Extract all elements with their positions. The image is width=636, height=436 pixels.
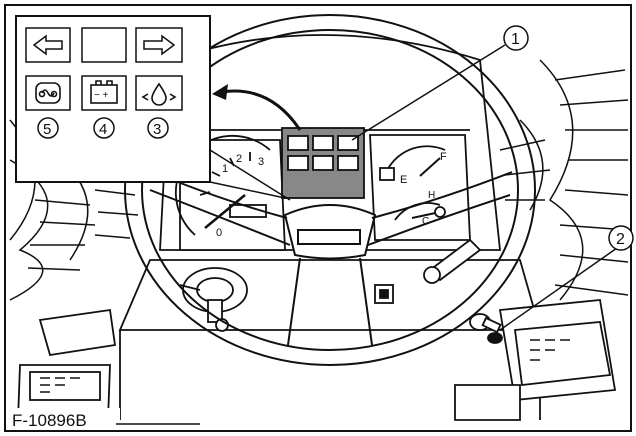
- label-5: 5: [43, 121, 51, 138]
- tach-label-2: 2: [236, 153, 242, 165]
- right-tire: [500, 60, 628, 300]
- label-4: 4: [99, 121, 107, 138]
- fuel-temp-gauge: [370, 135, 470, 240]
- ignition-key: [470, 314, 502, 343]
- callout-1-label: 1: [511, 31, 520, 48]
- battery-symbols: − +: [94, 90, 109, 101]
- center-indicator-cluster: [282, 128, 364, 198]
- tach-label-1: 1: [222, 163, 228, 175]
- callout-2-label: 2: [616, 231, 625, 248]
- figure-id: F-10896B: [12, 411, 87, 430]
- fuel-full-label: F: [440, 151, 447, 163]
- fuel-empty-label: E: [400, 174, 407, 186]
- blank-indicator: [82, 28, 126, 62]
- tach-label-0: 0: [216, 227, 222, 239]
- tach-label-3: 3: [258, 156, 264, 168]
- label-3: 3: [153, 121, 161, 138]
- left-console: [18, 310, 115, 420]
